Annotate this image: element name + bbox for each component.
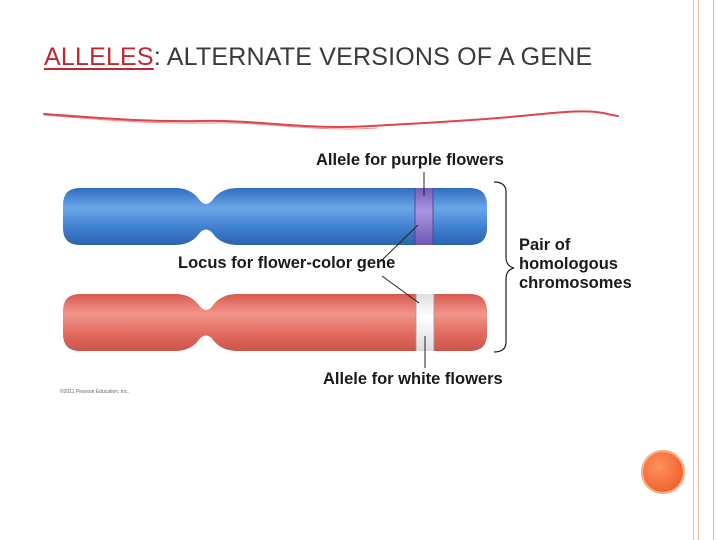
red-chromosome xyxy=(63,294,487,351)
slide-title: ALLELES: ALTERNATE VERSIONS OF A GENE xyxy=(44,38,644,76)
right-border-line-3 xyxy=(713,0,714,540)
label-locus: Locus for flower-color gene xyxy=(178,254,396,272)
label-pair-line1: Pair of xyxy=(519,236,571,254)
label-homologous-pair: Pair of homologous chromosomes xyxy=(519,236,632,293)
locus-leader-top xyxy=(379,224,419,263)
label-pair-line3: chromosomes xyxy=(519,274,632,292)
white-allele-band xyxy=(416,294,434,351)
title-keyword: ALLELES xyxy=(44,43,154,71)
right-border-line-2 xyxy=(698,0,699,540)
right-border-line-1 xyxy=(693,0,694,540)
blue-chromosome xyxy=(63,188,487,245)
purple-allele-band xyxy=(415,188,433,245)
label-purple-allele: Allele for purple flowers xyxy=(316,151,504,169)
label-pair-line2: homologous xyxy=(519,255,618,273)
locus-leader-bottom xyxy=(381,275,420,304)
title-rest: : ALTERNATE VERSIONS OF A GENE xyxy=(153,43,593,71)
copyright-credit: ©2011 Pearson Education, Inc. xyxy=(60,389,129,395)
label-white-allele: Allele for white flowers xyxy=(323,370,503,388)
homologous-pair-bracket xyxy=(493,181,515,353)
decorative-orange-circle xyxy=(641,450,685,494)
title-underline xyxy=(43,110,619,130)
